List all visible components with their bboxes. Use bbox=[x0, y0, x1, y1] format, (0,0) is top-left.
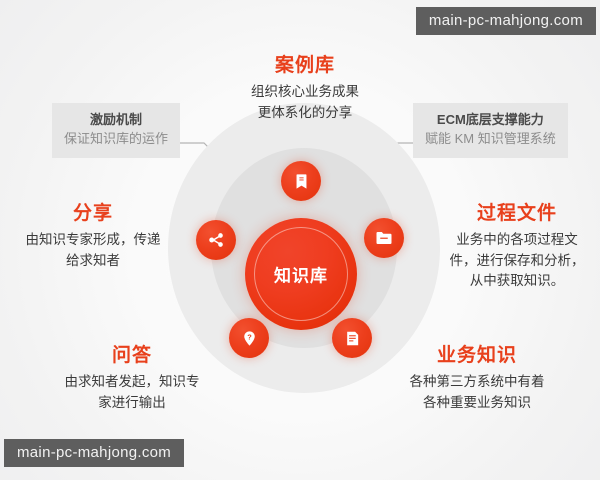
section-business-knowledge-desc: 各种第三方系统中有着 各种重要业务知识 bbox=[409, 374, 545, 410]
node-case-library[interactable] bbox=[281, 161, 321, 201]
node-business-knowledge[interactable] bbox=[332, 318, 372, 358]
callout-ecm[interactable]: ECM底层支撑能力 赋能 KM 知识管理系统 bbox=[413, 103, 568, 158]
section-case-library: 案例库 组织核心业务成果 更体系化的分享 bbox=[205, 50, 405, 123]
share-icon bbox=[207, 231, 225, 249]
section-business-knowledge-title: 业务知识 bbox=[436, 345, 517, 366]
question-pin-icon: ? bbox=[241, 330, 258, 347]
node-qa[interactable]: ? bbox=[229, 318, 269, 358]
node-process-file[interactable] bbox=[364, 218, 404, 258]
section-process-file-title: 过程文件 bbox=[476, 203, 557, 224]
folder-icon bbox=[375, 229, 393, 247]
section-case-library-title: 案例库 bbox=[274, 55, 335, 76]
section-share-desc: 由知识专家形成，传递 给求知者 bbox=[25, 232, 161, 268]
callout-ecm-subtitle: 赋能 KM 知识管理系统 bbox=[425, 130, 556, 146]
callout-incentive[interactable]: 激励机制 保证知识库的运作 bbox=[52, 103, 181, 158]
section-qa-title: 问答 bbox=[111, 345, 152, 366]
svg-text:?: ? bbox=[247, 332, 252, 341]
section-case-library-desc: 组织核心业务成果 更体系化的分享 bbox=[251, 84, 359, 120]
knowledge-base-core[interactable]: 知识库 bbox=[245, 218, 357, 330]
section-process-file: 过程文件 业务中的各项过程文 件，进行保存和分析， 从中获取知识。 bbox=[436, 198, 598, 292]
callout-incentive-subtitle: 保证知识库的运作 bbox=[64, 130, 169, 146]
callout-ecm-title: ECM底层支撑能力 bbox=[436, 112, 544, 127]
section-qa: 问答 由求知者发起，知识专 家进行输出 bbox=[42, 340, 222, 413]
section-business-knowledge: 业务知识 各种第三方系统中有着 各种重要业务知识 bbox=[382, 340, 572, 413]
callout-incentive-title: 激励机制 bbox=[90, 112, 143, 127]
section-process-file-desc: 业务中的各项过程文 件，进行保存和分析， 从中获取知识。 bbox=[449, 232, 585, 289]
section-share: 分享 由知识专家形成，传递 给求知者 bbox=[8, 198, 178, 271]
core-inner-ring bbox=[254, 227, 348, 321]
core-label: 知识库 bbox=[274, 266, 328, 286]
section-qa-desc: 由求知者发起，知识专 家进行输出 bbox=[64, 374, 200, 410]
document-icon bbox=[344, 330, 361, 347]
section-share-title: 分享 bbox=[72, 203, 113, 224]
watermark-bottom: main-pc-mahjong.com bbox=[4, 439, 185, 467]
node-share[interactable] bbox=[196, 220, 236, 260]
bookmark-icon bbox=[293, 173, 310, 190]
watermark-top: main-pc-mahjong.com bbox=[415, 7, 596, 35]
